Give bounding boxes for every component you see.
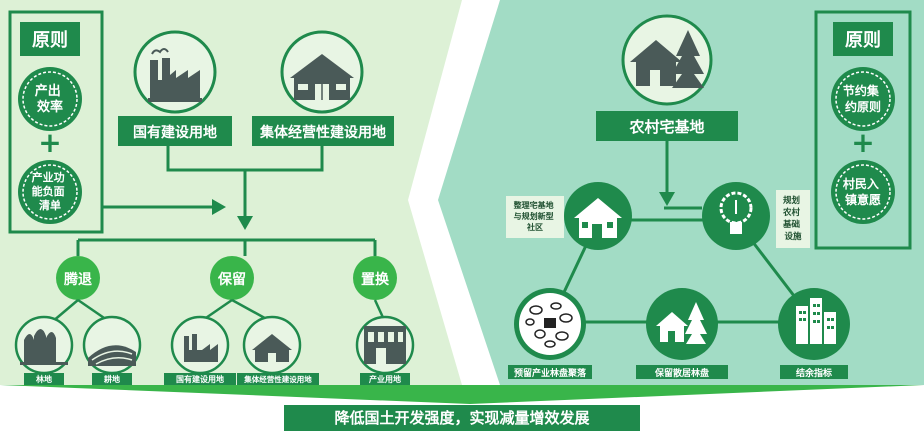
left-principle-arrow-head [212, 199, 226, 215]
action-label-1: 腾退 [64, 271, 92, 288]
result-label-5: 产业用地 [369, 374, 401, 384]
right-principle-2-line-1: 村民入 [843, 176, 879, 191]
action-circle-3 [353, 256, 397, 300]
right-result-label-2: 保留散居林盘 [654, 367, 709, 379]
result-label-3: 国有建设用地 [176, 374, 224, 384]
land-type-label-2: 集体经营性建设用地 [259, 124, 386, 141]
factory-icon [133, 30, 217, 114]
new-community-icon [564, 182, 632, 250]
land-type-label-1: 国有建设用地 [133, 124, 217, 141]
infrastructure-icon [702, 182, 770, 250]
left-principle-text-2: 产业功 能负面 清单 [32, 170, 69, 212]
left-principle-1-line-2: 效率 [37, 99, 63, 115]
right-panel-background [438, 0, 924, 385]
left-principle-1-line-1: 产出 [35, 83, 61, 99]
result-box-3 [164, 373, 236, 385]
right-principle-circle-2 [831, 160, 895, 224]
collective-building-icon [280, 30, 364, 114]
sub-label-box-2 [776, 190, 810, 248]
action-label-2: 保留 [217, 271, 246, 288]
left-principle-2-line-3: 清单 [39, 198, 61, 212]
land-type-box-2 [252, 116, 394, 146]
left-connector-arrow [237, 216, 253, 230]
sub-label-2-line-4: 设施 [784, 231, 802, 242]
land-type-box-1 [118, 116, 232, 146]
homestead-box [596, 111, 738, 141]
goal-label: 降低国土开发强度，实现减量增效发展 [334, 409, 589, 427]
farmland-icon [82, 315, 142, 375]
left-principle-circle-1 [18, 67, 82, 131]
homestead-label: 农村宅基地 [628, 118, 704, 136]
sub-label-2-line-2: 农村 [782, 207, 801, 218]
result-box-2 [92, 373, 132, 385]
right-principle-1-line-2: 约原则 [845, 99, 881, 114]
result-label-4: 集体经营性建设用地 [243, 374, 312, 384]
right-principle-text-2: 村民入 镇意愿 [843, 176, 883, 207]
left-principle-2-line-2: 能负面 [32, 184, 65, 198]
sub-label-1-line-3: 社区 [526, 222, 543, 232]
right-result-box-3 [780, 365, 848, 379]
right-principle-text-1: 节约集 约原则 [843, 83, 883, 114]
rural-homestead-icon [621, 14, 713, 106]
sub-label-1-line-1: 整理宅基地 [513, 200, 554, 210]
left-principle-circle-2 [18, 160, 82, 224]
action-label-3: 置换 [361, 271, 390, 288]
left-principle-2-line-1: 产业功 [32, 170, 65, 184]
right-principle-title: 原则 [845, 29, 881, 51]
goal-box [284, 405, 640, 431]
factory-small-icon [170, 315, 230, 375]
right-result-label-3: 结余指标 [796, 367, 832, 379]
left-plus-sign: + [38, 126, 61, 159]
sub-label-1: 整理宅基地 与规划新型 社区 [513, 200, 557, 232]
surplus-quota-icon [778, 288, 850, 360]
industrial-building-icon [355, 315, 415, 375]
right-principle-1-line-1: 节约集 [843, 83, 880, 98]
sub-label-2-line-3: 基础 [782, 219, 801, 230]
sub-label-2: 规划 农村 基础 设施 [782, 195, 803, 242]
sub-label-1-line-2: 与规划新型 [514, 211, 554, 221]
collective-small-icon [242, 315, 302, 375]
right-result-box-2 [636, 365, 728, 379]
right-principle-2-line-2: 镇意愿 [845, 192, 881, 207]
scattered-forest-icon [646, 288, 718, 360]
action-circle-2 [210, 256, 254, 300]
result-box-1 [24, 373, 64, 385]
right-plus-sign: + [851, 126, 874, 159]
right-result-label-1: 预留产业林盘聚落 [514, 367, 587, 379]
right-connector-arrow [659, 192, 675, 206]
goal-arrow [0, 385, 924, 404]
right-principle-circle-1 [831, 67, 895, 131]
right-principle-box: 原则 节约集 约原则 + 村民入 镇意愿 [814, 10, 912, 250]
industry-cluster-icon [514, 288, 586, 360]
result-label-2: 耕地 [103, 374, 120, 384]
left-principle-box: 原则 产出 效率 + 产业功 能负面 清单 [8, 10, 104, 234]
result-label-1: 林地 [36, 374, 52, 384]
left-principle-title: 原则 [32, 29, 68, 51]
action-circle-1 [56, 256, 100, 300]
result-box-5 [360, 373, 410, 385]
sub-label-2-line-1: 规划 [783, 195, 800, 206]
left-principle-text-1: 产出 效率 [35, 83, 66, 115]
result-box-4 [237, 373, 319, 385]
right-result-box-1 [508, 365, 592, 379]
sub-label-box-1 [506, 196, 564, 238]
forest-icon [14, 315, 74, 375]
